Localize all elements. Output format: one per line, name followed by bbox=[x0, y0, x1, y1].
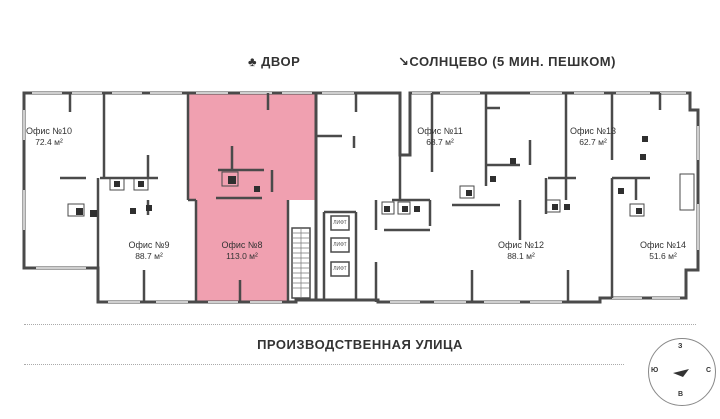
office-11-name[interactable]: Офис №11 bbox=[417, 126, 463, 136]
compass-north: З bbox=[678, 343, 683, 350]
office-10-name[interactable]: Офис №10 bbox=[25, 126, 73, 136]
fixture-outlines bbox=[67, 171, 695, 217]
dotted-line-top bbox=[24, 324, 696, 325]
yard-direction-label: ♣ ДВОР bbox=[248, 54, 301, 69]
lift-label: ЛИФТ bbox=[333, 242, 347, 248]
interior-walls bbox=[60, 93, 662, 302]
arrow-down-right-icon: ↘ bbox=[398, 54, 410, 69]
lift-label: ЛИФТ bbox=[333, 266, 347, 272]
dotted-line-bottom bbox=[24, 364, 624, 365]
office-12-name[interactable]: Офис №12 bbox=[497, 240, 545, 250]
compass: З В Ю С bbox=[648, 338, 716, 406]
office-13-name[interactable]: Офис №13 bbox=[569, 126, 617, 136]
office-9-area: 88.7 м² bbox=[135, 251, 163, 261]
staircase bbox=[291, 227, 311, 299]
sanitary-fixtures bbox=[76, 136, 648, 217]
office-12-area: 88.1 м² bbox=[507, 251, 535, 261]
solntsevo-direction-label: ↘СОЛНЦЕВО (5 МИН. ПЕШКОМ) bbox=[398, 54, 616, 69]
office-14-name[interactable]: Офис №14 bbox=[639, 240, 687, 250]
office-14-area: 51.6 м² bbox=[649, 251, 677, 261]
office-13-area: 62.7 м² bbox=[579, 137, 607, 147]
outer-wall-right bbox=[314, 91, 700, 304]
compass-south: В bbox=[678, 391, 684, 398]
office-9-name[interactable]: Офис №9 bbox=[128, 240, 170, 250]
compass-east: С bbox=[706, 367, 712, 374]
office-8-name[interactable]: Офис №8 bbox=[221, 240, 263, 250]
compass-arrow-icon bbox=[673, 369, 689, 377]
compass-west: Ю bbox=[651, 367, 659, 374]
tree-icon: ♣ bbox=[248, 54, 262, 69]
windows bbox=[23, 92, 699, 303]
lift-shafts bbox=[330, 215, 350, 277]
office-10-area: 72.4 м² bbox=[35, 137, 63, 147]
lift-label: ЛИФТ bbox=[333, 220, 347, 226]
office-8-area: 113.0 м² bbox=[226, 251, 258, 261]
street-label: ПРОИЗВОДСТВЕННАЯ УЛИЦА bbox=[257, 337, 463, 352]
office-11-area: 68.7 м² bbox=[426, 137, 454, 147]
